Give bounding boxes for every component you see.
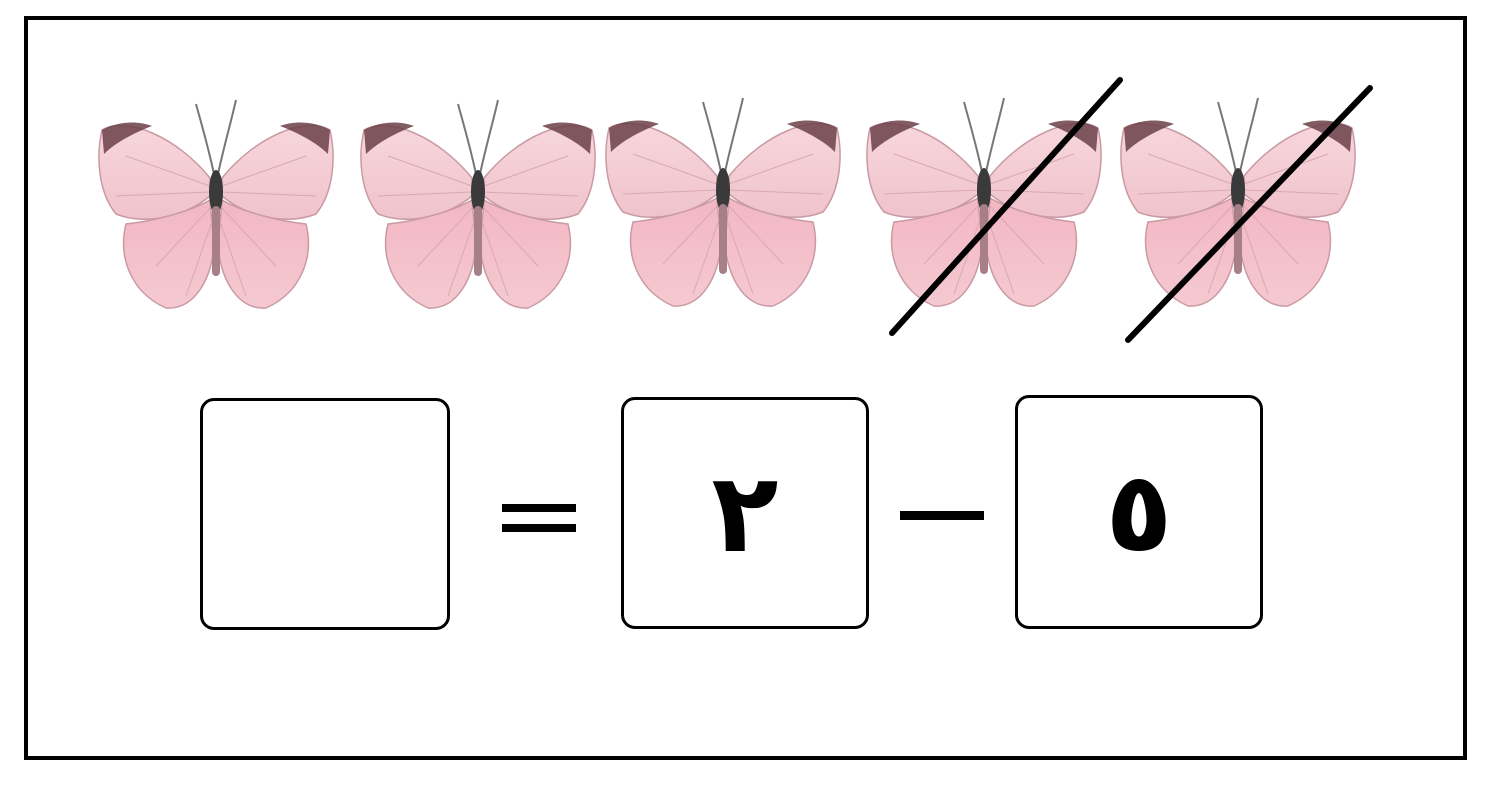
worksheet-frame <box>24 16 1467 760</box>
butterfly-icon <box>97 99 335 310</box>
butterfly-icon <box>1119 97 1357 308</box>
subtrahend-digit: ٢ <box>711 449 779 577</box>
answer-box[interactable] <box>200 398 450 630</box>
minus-sign <box>900 511 984 520</box>
equals-sign <box>502 504 576 532</box>
minuend-digit: ٥ <box>1105 448 1173 576</box>
butterfly-icon <box>865 97 1103 308</box>
butterfly-icon <box>359 99 597 310</box>
subtrahend-box: ٢ <box>621 397 869 629</box>
butterfly-icon <box>604 97 842 308</box>
minuend-box: ٥ <box>1015 395 1263 629</box>
